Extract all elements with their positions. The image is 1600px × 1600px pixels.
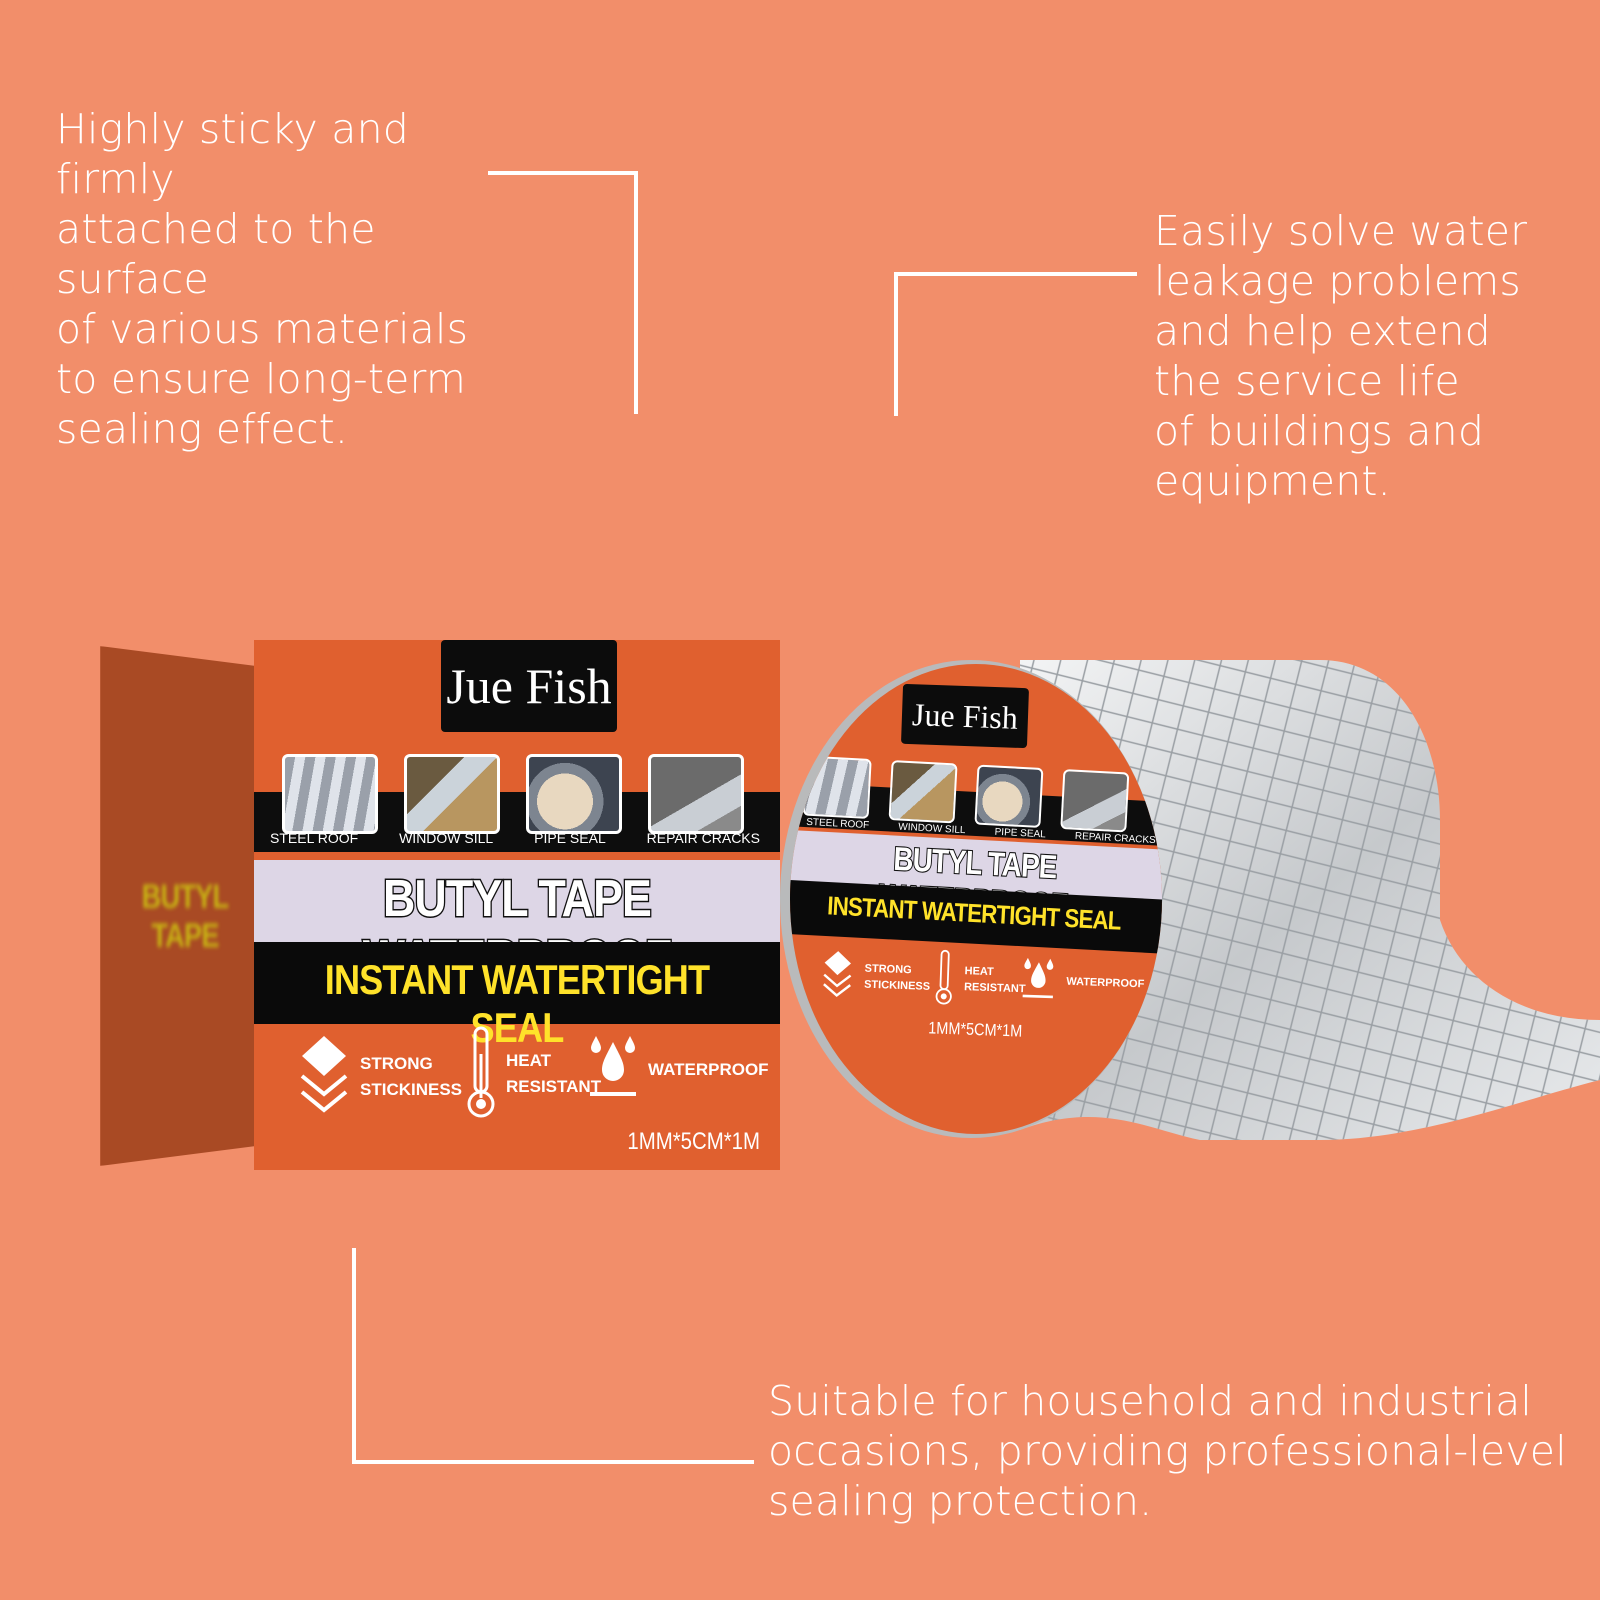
feature-label: WATERPROOF (648, 1060, 769, 1079)
feature-label: STRONG STICKINESS (863, 962, 931, 993)
title-band (254, 860, 780, 942)
feature-label: HEAT RESISTANT (963, 965, 1026, 996)
product-size: 1MM*5CM*1M (928, 1018, 1023, 1041)
connector-line-top-left (488, 171, 638, 414)
caption-pipe-seal: PIPE SEAL (534, 830, 606, 846)
feature-strong-stickiness: STRONG STICKINESS (298, 1032, 462, 1122)
feature-icons-row: STRONG STICKINESS HEAT RESISTANT (298, 1026, 769, 1122)
feature-heat-resistant: HEAT RESISTANT (933, 948, 1027, 1011)
product-subtitle: INSTANT WATERTIGHT SEAL (324, 956, 710, 1051)
connector-line-bottom (352, 1248, 754, 1464)
layers-icon (823, 951, 852, 998)
tape-roll: Jue Fish STEEL ROOF WINDOW SILL PIPE SEA… (780, 620, 1600, 1160)
brand-logo: Jue Fish (900, 683, 1030, 749)
product-box: BUTYL TAPE Jue Fish STEEL ROOF WINDOW SI… (100, 640, 780, 1170)
callout-usage: Suitable for household and industrial oc… (768, 1377, 1567, 1525)
box-side-label: BUTYL TAPE (141, 878, 229, 955)
application-thumbnails (282, 754, 744, 834)
feature-waterproof: WATERPROOF (588, 1032, 769, 1108)
feature-waterproof: WATERPROOF (1019, 955, 1145, 1009)
feature-icons-row: STRONG STICKINESS HEAT RESISTANT WATERPR… (819, 948, 1161, 1030)
steel-roof-image (802, 755, 872, 819)
repair-cracks-image (1060, 769, 1130, 833)
pipe-seal-image (526, 754, 622, 834)
thermometer-icon (467, 1026, 495, 1118)
roll-label: Jue Fish STEEL ROOF WINDOW SILL PIPE SEA… (790, 664, 1162, 1134)
product-size: 1MM*5CM*1M (627, 1128, 760, 1155)
caption-window-sill: WINDOW SILL (399, 830, 494, 846)
feature-label: HEAT RESISTANT (506, 1051, 602, 1096)
pipe-seal-image (974, 764, 1044, 828)
caption-window-sill: WINDOW SILL (898, 821, 966, 837)
caption-steel-roof: STEEL ROOF (805, 816, 870, 832)
box-front-panel: Jue Fish STEEL ROOF WINDOW SILL PIPE SEA… (254, 640, 780, 1170)
window-sill-image (404, 754, 500, 834)
caption-repair-cracks: REPAIR CRACKS (646, 830, 760, 846)
application-captions: STEEL ROOF WINDOW SILL PIPE SEAL REPAIR … (270, 830, 780, 846)
caption-steel-roof: STEEL ROOF (270, 830, 359, 846)
window-sill-image (888, 760, 958, 824)
tape-strip (1020, 660, 1600, 1140)
feature-heat-resistant: HEAT RESISTANT (466, 1024, 601, 1124)
connector-line-top-right (894, 272, 1137, 416)
brand-logo: Jue Fish (441, 640, 617, 732)
thermometer-icon (935, 949, 952, 1005)
feature-strong-stickiness: STRONG STICKINESS (819, 948, 931, 1006)
steel-roof-image (282, 754, 378, 834)
callout-leakage: Easily solve water leakage problems and … (1154, 207, 1528, 505)
repair-cracks-image (648, 754, 744, 834)
feature-label: WATERPROOF (1066, 975, 1145, 991)
subtitle-band (254, 942, 780, 1024)
feature-label: STRONG STICKINESS (360, 1054, 463, 1099)
water-drops-icon (1022, 957, 1054, 999)
water-drops-icon (590, 1036, 636, 1096)
layers-icon (300, 1036, 348, 1113)
callout-stickiness: Highly sticky and firmly attached to the… (56, 105, 469, 453)
caption-pipe-seal: PIPE SEAL (994, 826, 1046, 841)
box-side-panel: BUTYL TAPE (100, 646, 262, 1166)
